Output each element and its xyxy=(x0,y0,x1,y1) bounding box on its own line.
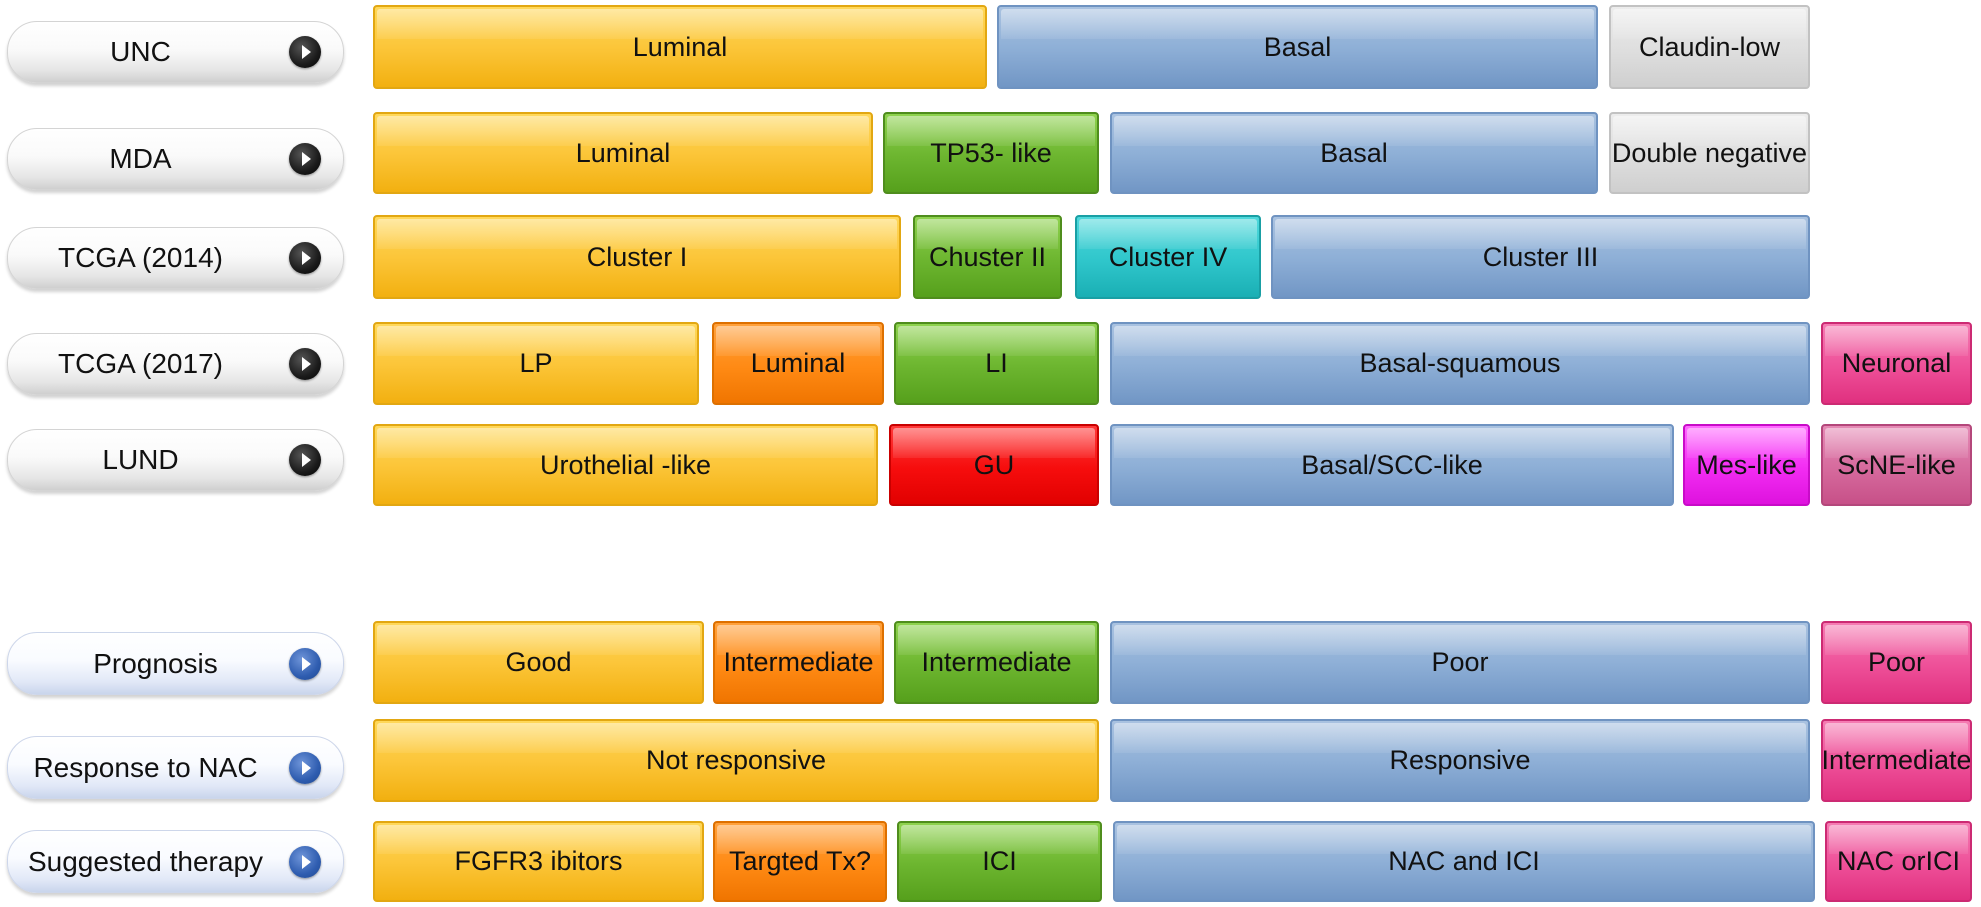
row-label: TCGA (2014) xyxy=(58,242,223,273)
segment-gu: GU xyxy=(889,424,1099,506)
segment-cluster-iii: Cluster III xyxy=(1271,215,1810,299)
row-label: LUND xyxy=(102,444,179,475)
segment-label: Cluster I xyxy=(586,241,688,272)
row-label-pill[interactable]: LUND xyxy=(7,429,344,491)
segment-label: Basal xyxy=(1320,137,1388,168)
segment-label: Mes-like xyxy=(1696,449,1797,480)
row-label: MDA xyxy=(109,143,172,174)
segment-label: Urothelial -like xyxy=(539,449,712,480)
segment-poor: Poor xyxy=(1821,621,1972,704)
segment-poor: Poor xyxy=(1110,621,1810,704)
row-label-pill[interactable]: MDA xyxy=(7,128,344,190)
segment-label: Poor xyxy=(1867,647,1926,677)
segment-label: Intermediate xyxy=(723,647,874,677)
row-label-pill[interactable]: Prognosis xyxy=(7,632,344,695)
segment-label: Not responsive xyxy=(645,745,827,775)
segment-basal-scc-like: Basal/SCC-like xyxy=(1110,424,1674,506)
segment-label: TP53- like xyxy=(930,137,1052,168)
segment-basal: Basal xyxy=(997,5,1598,89)
segment-label: ICI xyxy=(982,846,1017,876)
segment-lp: LP xyxy=(373,322,699,405)
segment-tp53-like: TP53- like xyxy=(883,112,1099,194)
segment-label: Responsive xyxy=(1389,745,1531,775)
row-label: Response to NAC xyxy=(33,751,258,783)
segment-fgfr3-ibitors: FGFR3 ibitors xyxy=(373,821,704,902)
segment-label: Good xyxy=(505,647,572,677)
row-label-pill[interactable]: Suggested therapy xyxy=(7,830,344,893)
segment-label: Double negative xyxy=(1611,137,1808,168)
row-label: TCGA (2017) xyxy=(58,348,223,379)
row-label-pill[interactable]: UNC xyxy=(7,21,344,83)
segment-urothelial-like: Urothelial -like xyxy=(373,424,878,506)
row-label: UNC xyxy=(110,36,171,67)
row-label: Prognosis xyxy=(93,647,218,679)
play-arrow-icon[interactable] xyxy=(289,444,321,476)
row-label: Suggested therapy xyxy=(27,845,264,877)
segment-good: Good xyxy=(373,621,704,704)
play-arrow-icon[interactable] xyxy=(289,647,321,680)
segment-label: Luminal xyxy=(575,137,671,168)
segment-cluster-iv: Cluster IV xyxy=(1075,215,1261,299)
segment-nac-and-ici: NAC and ICI xyxy=(1113,821,1815,902)
row-label-pill[interactable]: TCGA (2014) xyxy=(7,227,344,289)
segment-label: Intermediate xyxy=(1821,745,1972,775)
segment-luminal: Luminal xyxy=(373,112,873,194)
play-arrow-icon[interactable] xyxy=(289,242,321,274)
segment-intermediate: Intermediate xyxy=(894,621,1099,704)
segment-label: ScNE-like xyxy=(1837,449,1956,480)
segment-basal: Basal xyxy=(1110,112,1598,194)
row-label-pill[interactable]: TCGA (2017) xyxy=(7,333,344,395)
segment-nac-orici: NAC orICI xyxy=(1825,821,1972,902)
segment-chuster-ii: Chuster II xyxy=(913,215,1062,299)
segment-not-responsive: Not responsive xyxy=(373,719,1099,802)
segment-intermediate: Intermediate xyxy=(1821,719,1972,802)
segment-luminal: Luminal xyxy=(373,5,987,89)
segment-label: Basal-squamous xyxy=(1359,348,1561,378)
segment-label: Luminal xyxy=(632,31,728,62)
segment-neuronal: Neuronal xyxy=(1821,322,1972,405)
segment-label: Basal/SCC-like xyxy=(1301,449,1483,480)
segment-cluster-i: Cluster I xyxy=(373,215,901,299)
segment-double-negative: Double negative xyxy=(1609,112,1810,194)
segment-label: Cluster III xyxy=(1482,241,1599,272)
row-label-pill[interactable]: Response to NAC xyxy=(7,736,344,799)
segment-targted-tx: Targted Tx? xyxy=(713,821,887,902)
segment-label: Poor xyxy=(1431,647,1489,677)
segment-ici: ICI xyxy=(897,821,1102,902)
segment-claudin-low: Claudin-low xyxy=(1609,5,1810,89)
segment-label: Targted Tx? xyxy=(728,846,872,876)
segment-label: Intermediate xyxy=(921,647,1072,677)
play-arrow-icon[interactable] xyxy=(289,348,321,380)
segment-label: FGFR3 ibitors xyxy=(454,846,623,876)
segment-mes-like: Mes-like xyxy=(1683,424,1810,506)
segment-label: NAC and ICI xyxy=(1388,846,1540,876)
play-arrow-icon[interactable] xyxy=(289,36,321,68)
segment-luminal: Luminal xyxy=(712,322,884,405)
segment-label: LP xyxy=(519,348,553,378)
segment-label: Neuronal xyxy=(1841,348,1952,378)
play-arrow-icon[interactable] xyxy=(289,751,321,784)
segment-label: Chuster II xyxy=(928,241,1047,272)
segment-scne-like: ScNE-like xyxy=(1821,424,1972,506)
segment-li: LI xyxy=(894,322,1099,405)
segment-responsive: Responsive xyxy=(1110,719,1810,802)
play-arrow-icon[interactable] xyxy=(289,143,321,175)
segment-label: NAC orICI xyxy=(1836,846,1961,876)
play-arrow-icon[interactable] xyxy=(289,845,321,878)
segment-label: Luminal xyxy=(750,348,846,378)
segment-label: Cluster IV xyxy=(1108,241,1228,272)
segment-label: Claudin-low xyxy=(1638,31,1781,62)
segment-basal-squamous: Basal-squamous xyxy=(1110,322,1810,405)
segment-intermediate: Intermediate xyxy=(713,621,884,704)
segment-label: LI xyxy=(985,348,1008,378)
segment-label: GU xyxy=(973,449,1015,480)
segment-label: Basal xyxy=(1263,31,1332,62)
